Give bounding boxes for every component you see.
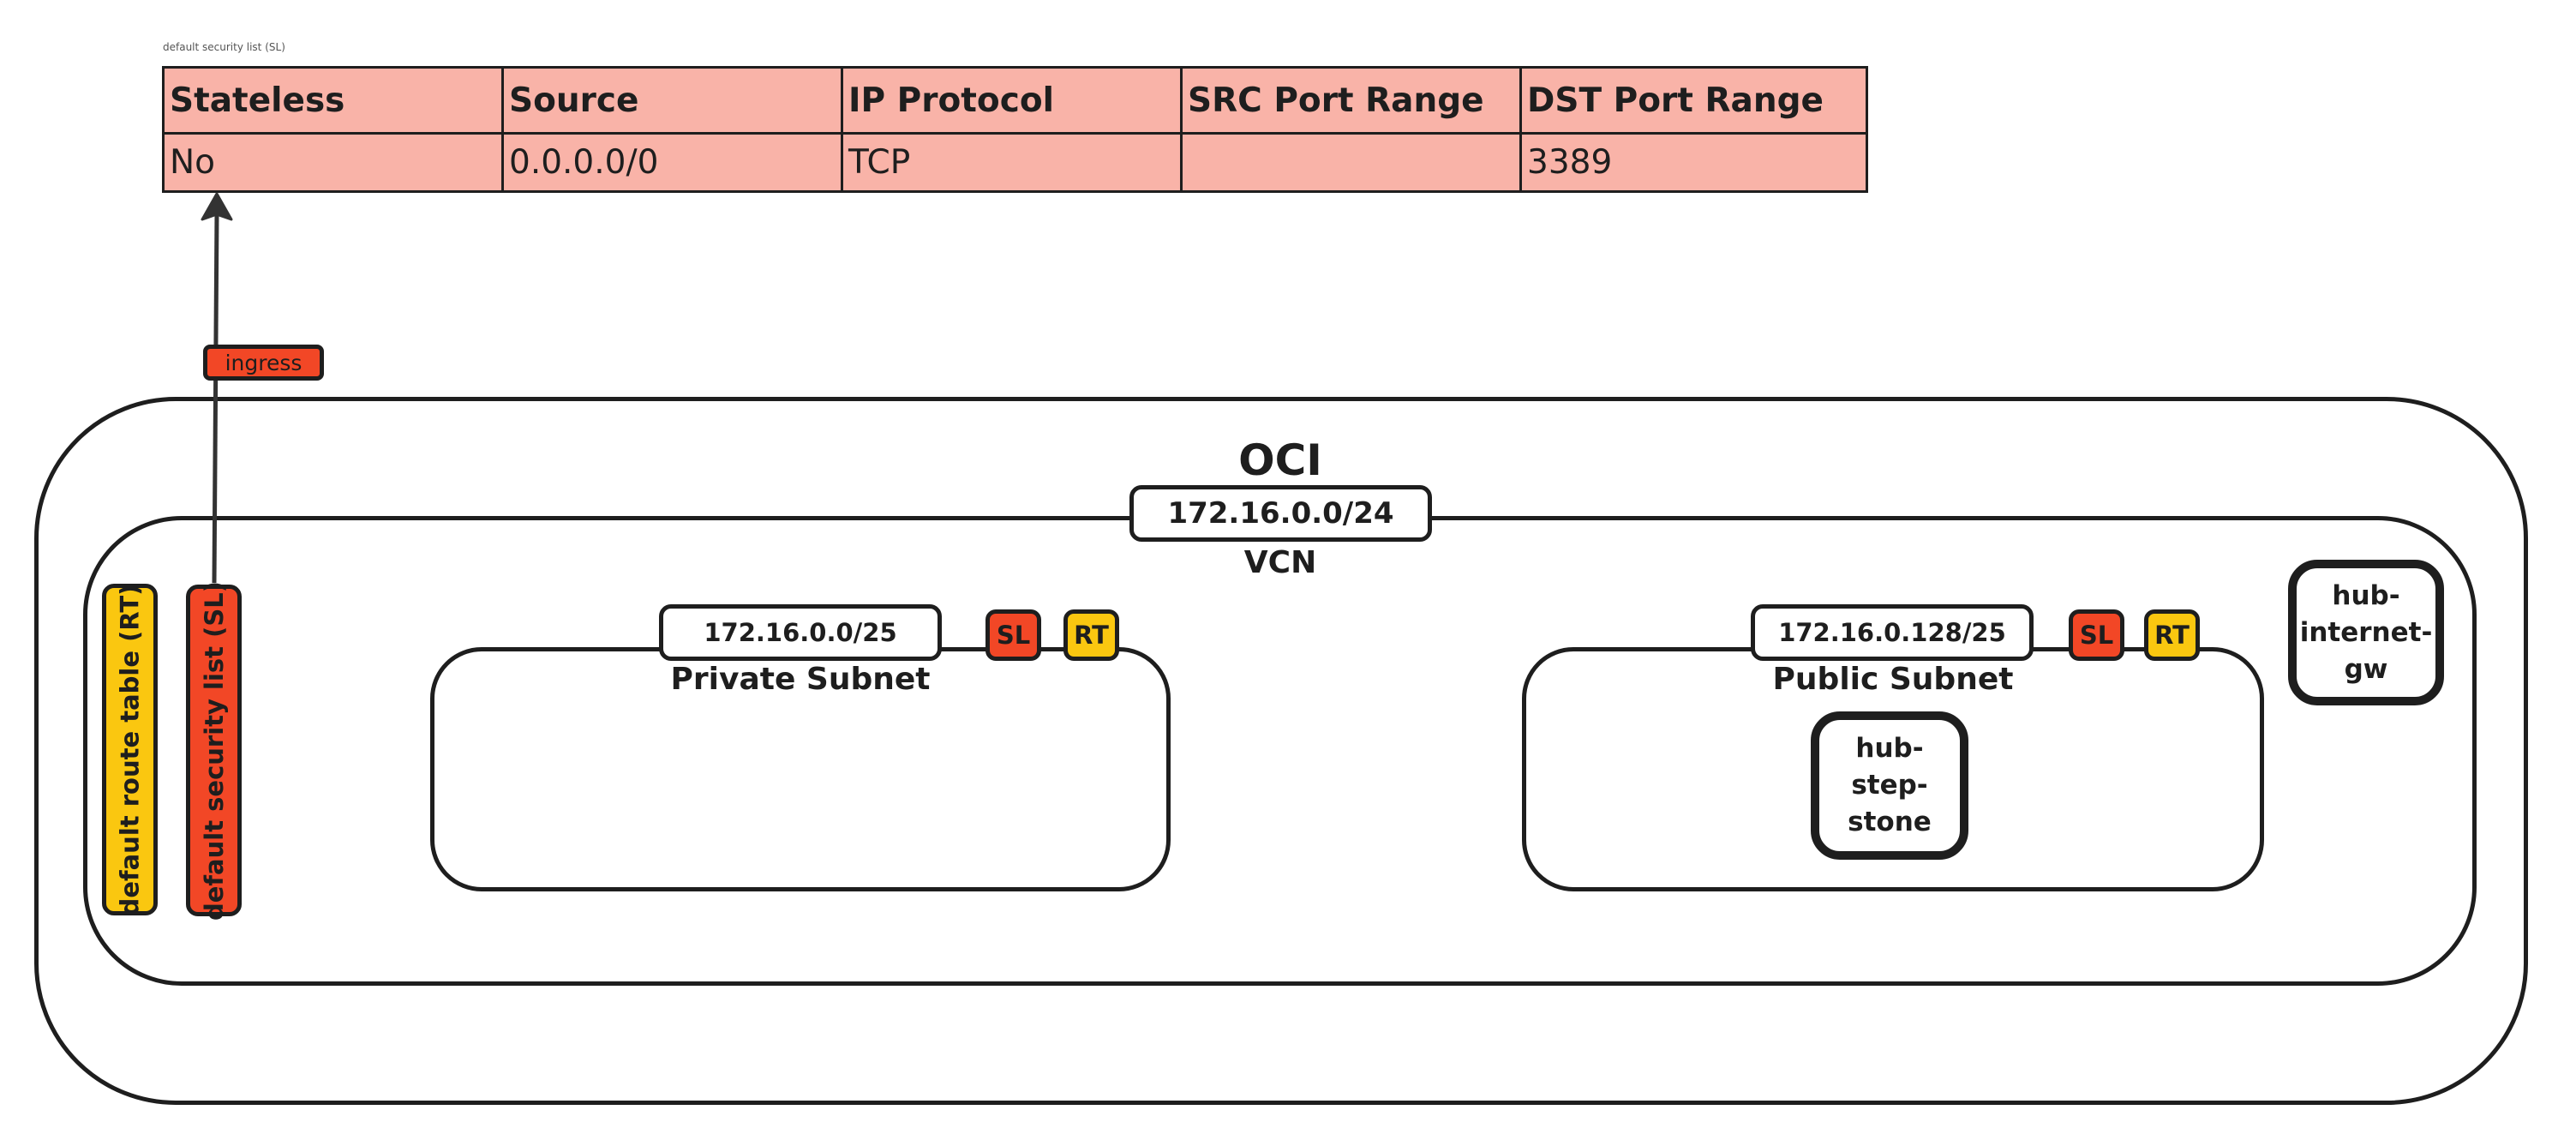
private-subnet-cidr: 172.16.0.0/25 bbox=[659, 604, 942, 661]
hub-internet-gw-node: hub-internet-gw bbox=[2288, 560, 2444, 705]
default-route-table-label: default route table (RT) bbox=[115, 584, 145, 915]
oci-title: OCI bbox=[1238, 435, 1322, 485]
oci-container bbox=[34, 397, 2528, 1105]
public-subnet-sl-tag: SL bbox=[2069, 609, 2124, 661]
table-cell-ip-protocol: TCP bbox=[843, 135, 1183, 190]
table-header-src-port-range: SRC Port Range bbox=[1183, 69, 1522, 135]
hub-step-stone-node: hub-step-stone bbox=[1811, 711, 1968, 860]
private-subnet-sl-tag: SL bbox=[985, 609, 1041, 661]
vcn-cidr: 172.16.0.0/24 bbox=[1129, 485, 1432, 542]
table-cell-dst-port-range: 3389 bbox=[1527, 143, 1613, 182]
public-subnet-cidr: 172.16.0.128/25 bbox=[1751, 604, 2034, 661]
public-subnet-title: Public Subnet bbox=[1772, 662, 2014, 697]
ingress-arrow-line bbox=[212, 212, 219, 584]
arrow-head-icon bbox=[201, 192, 233, 221]
default-security-list-tag: default security list (SL) bbox=[186, 580, 242, 921]
table-header-dst-port-range: DST Port Range bbox=[1522, 69, 1866, 135]
vcn-title: VCN bbox=[1243, 545, 1317, 580]
table-cell-src-port-range bbox=[1183, 135, 1522, 190]
default-route-table-tag: default route table (RT) bbox=[102, 584, 158, 915]
security-list-caption: default security list (SL) bbox=[163, 41, 285, 53]
ingress-label: ingress bbox=[203, 345, 324, 381]
private-subnet-title: Private Subnet bbox=[670, 662, 931, 697]
table-header-stateless: Stateless bbox=[165, 69, 504, 135]
table-cell-source: 0.0.0.0/0 bbox=[504, 135, 843, 190]
default-security-list-label: default security list (SL) bbox=[199, 580, 229, 921]
security-list-table: Stateless Source IP Protocol SRC Port Ra… bbox=[162, 66, 1868, 193]
public-subnet-rt-tag: RT bbox=[2144, 609, 2200, 661]
table-header-ip-protocol: IP Protocol bbox=[843, 69, 1183, 135]
private-subnet-rt-tag: RT bbox=[1063, 609, 1119, 661]
table-cell-stateless: No bbox=[165, 135, 504, 190]
hub-step-stone-label: hub-step-stone bbox=[1848, 733, 1932, 837]
hub-internet-gw-label: hub-internet-gw bbox=[2299, 579, 2433, 685]
table-header-source: Source bbox=[504, 69, 843, 135]
